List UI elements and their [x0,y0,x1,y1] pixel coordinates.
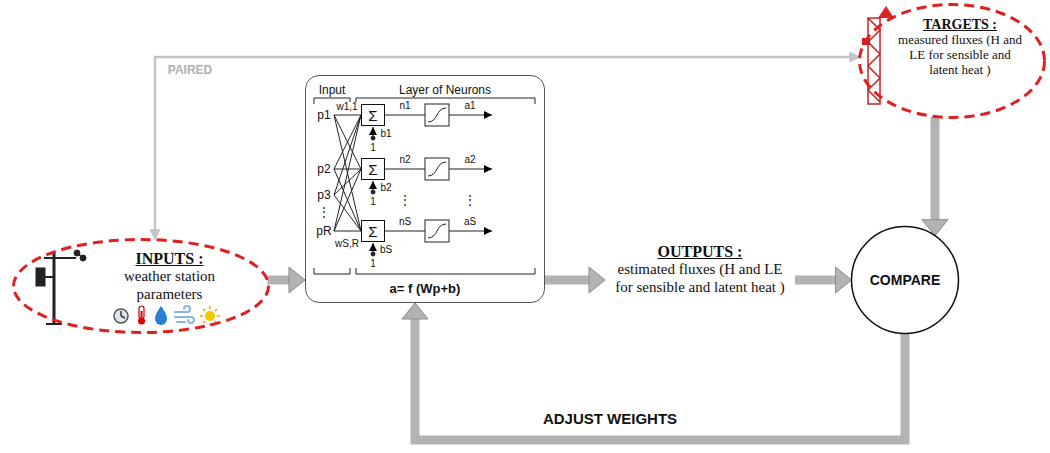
clock-icon [114,309,128,323]
flow-arrow [931,117,940,220]
node-text: weather station parameters [102,268,237,303]
ellipsis: ⋮ [317,206,331,218]
node-text: Σ [362,162,384,177]
ellipsis: ⋮ [398,194,412,206]
output-name: aS [463,217,477,227]
summation-box: Σ [361,220,385,242]
node-text: measured fluxes (H and LE for sensible a… [894,33,1026,78]
node-text: Σ [362,224,384,239]
text-block: TARGETS :measured fluxes (H and LE for s… [858,3,1046,78]
input-name: p3 [316,189,331,201]
heading-text: TARGETS : [894,17,1026,33]
ellipsis: ⋮ [463,194,477,206]
bias-name: bS [379,245,393,255]
flow-arrow [795,276,836,285]
input-name: p1 [316,109,331,121]
edge-label: PAIRED [167,64,213,76]
flow-arrow [267,276,289,285]
bracket-label: Layer of Neurons [398,84,492,96]
parameter-icons [114,306,220,326]
bias-input: 1 [369,259,377,269]
compare-circle: COMPARE [850,225,960,335]
weight-name: wS,R [334,239,360,249]
net-input-name: n2 [398,155,411,165]
weight-name: w1,1 [335,102,358,112]
net-input-name: nS [398,217,412,227]
flow-arrow [155,57,850,230]
input-name: pR [315,225,332,237]
text-block: Σ [362,162,384,177]
node-text: a= f (Wp+b) [306,282,544,297]
bias-name: b2 [379,183,392,193]
weather-station-icon [36,250,86,324]
neuron-rows [371,104,492,256]
dashed-ellipse-outline [14,240,269,333]
node-text: estimated fluxes (H and LE for sensible … [609,261,791,296]
output-name: a1 [463,101,476,111]
edge-label: ADJUST WEIGHTS [542,411,678,426]
node-text: COMPARE [850,272,960,288]
bracket-label: Input [318,84,347,96]
input-weights [334,115,361,231]
text-block: Σ [362,224,384,239]
text-block: COMPARE [850,272,960,288]
targets-ellipse: TARGETS :measured fluxes (H and LE for s… [858,3,1046,119]
bias-name: b1 [379,129,392,139]
network-brackets [314,98,535,274]
flow-arrow [415,319,905,440]
summation-box: Σ [361,104,385,126]
heading-text: OUTPUTS : [609,243,791,261]
output-name: a2 [463,155,476,165]
bias-input: 1 [369,197,377,207]
wind-icon [175,306,194,323]
input-name: p2 [316,163,331,175]
thermometer-icon [138,306,145,325]
flow-arrow [545,276,589,285]
net-input-name: n1 [398,101,411,111]
dashed-ellipse-outline [860,5,1045,118]
text-block: a= f (Wp+b) [306,282,544,302]
node-text: Σ [362,108,384,123]
text-block: OUTPUTS :estimated fluxes (H and LE for … [605,243,795,296]
bias-input: 1 [369,143,377,153]
text-block: INPUTS :weather station parameters [102,238,237,303]
inputs-ellipse: INPUTS :weather station parameters [12,238,270,334]
summation-box: Σ [361,158,385,180]
heading-text: INPUTS : [102,250,237,268]
text-block: Σ [362,108,384,123]
outputs-block: OUTPUTS :estimated fluxes (H and LE for … [605,243,795,296]
water-drop-icon [155,306,167,325]
